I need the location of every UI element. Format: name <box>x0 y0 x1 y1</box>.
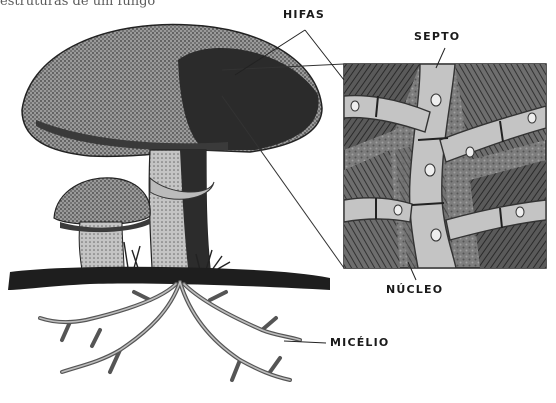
large-mushroom <box>22 24 322 268</box>
label-nucleo: Núcleo <box>386 283 443 296</box>
label-hifas: Hifas <box>283 8 325 21</box>
ground <box>8 267 330 290</box>
mycelium <box>40 282 300 380</box>
small-mushroom <box>54 178 150 270</box>
label-septo: Septo <box>414 30 460 43</box>
hyphae-detail-panel <box>344 64 546 268</box>
label-micelio: Micélio <box>330 336 389 349</box>
